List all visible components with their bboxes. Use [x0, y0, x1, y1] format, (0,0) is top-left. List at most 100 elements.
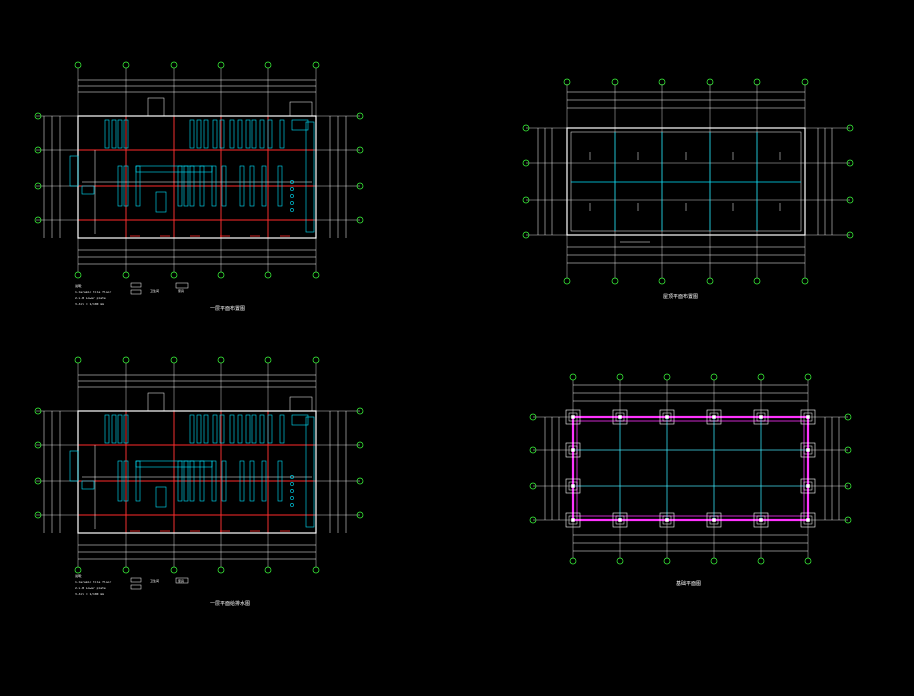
plan-2-legend-1: 家具 — [178, 578, 184, 583]
fixture-icon — [290, 489, 294, 493]
plan-1-note-0: 说明： — [75, 283, 84, 288]
grid-bubble-icon — [170, 61, 178, 69]
column-icon — [662, 412, 672, 422]
column-icon — [665, 415, 669, 419]
fixture-icon — [211, 460, 217, 502]
roof-plan[interactable] — [522, 78, 854, 285]
column-icon — [565, 409, 581, 425]
grid-bubble-icon — [217, 356, 225, 364]
grid-bubble-icon — [122, 271, 130, 279]
plan-1-note-1: 1.Ceramic tile floor — [75, 290, 111, 294]
column-icon — [612, 409, 628, 425]
column-icon — [709, 515, 719, 525]
grid-bubble-icon — [122, 356, 130, 364]
grid-bubble-icon — [264, 356, 272, 364]
column-icon — [612, 512, 628, 528]
fixture-icon — [239, 165, 245, 207]
grid-bubble-icon — [356, 216, 364, 224]
column-icon — [615, 515, 625, 525]
column-icon — [806, 448, 810, 452]
fixture-icon — [290, 503, 294, 507]
ground-beam — [571, 415, 810, 522]
grid-bubble-icon — [312, 566, 320, 574]
plan-1-notes: 说明： 1.Ceramic tile floor 2.L.B Lower pla… — [75, 283, 184, 306]
fixture-icon — [111, 414, 117, 444]
grid-bubble-icon — [34, 441, 42, 449]
grid-bubble-icon — [663, 373, 671, 381]
grid-bubble-icon — [356, 112, 364, 120]
column-icon — [659, 512, 675, 528]
column-icon — [800, 478, 816, 494]
grid-bubble-icon — [34, 477, 42, 485]
fixture-icon — [290, 208, 294, 212]
plan-2-note-2: 2.L.B Lower plate — [75, 586, 106, 590]
grid-bubble-icon — [170, 356, 178, 364]
floor-plan-1[interactable] — [34, 61, 364, 295]
grid-bubble-icon — [122, 566, 130, 574]
entrance-canopy — [147, 97, 165, 117]
grid-bubble-icon — [356, 511, 364, 519]
grid-bubble-icon — [616, 373, 624, 381]
grid-bubble-icon — [753, 277, 761, 285]
grid-bubble-icon — [846, 231, 854, 239]
grid-bubble-icon — [74, 61, 82, 69]
grid-bubble-icon — [356, 477, 364, 485]
grid-bubble-icon — [757, 373, 765, 381]
column-icon — [665, 518, 669, 522]
grid-bubble-icon — [170, 566, 178, 574]
fixture-icon — [212, 414, 218, 444]
grid-bubble-icon — [801, 277, 809, 285]
fixture-icon — [290, 482, 294, 486]
fixture-icon — [305, 121, 315, 233]
column-icon — [618, 518, 622, 522]
fixture-icon — [104, 119, 110, 149]
fixture-icon — [245, 119, 251, 149]
grid-bubble-icon — [611, 277, 619, 285]
fixture-icon — [196, 414, 202, 444]
ground-beam-inner — [576, 420, 805, 517]
grid-bubble-icon — [529, 482, 537, 490]
column-icon — [571, 518, 575, 522]
fixture-icon — [117, 460, 123, 502]
fixture-icon — [123, 165, 129, 207]
entrance-canopy — [289, 101, 313, 117]
grid-bubble-icon — [312, 271, 320, 279]
grid-bubble-icon — [356, 407, 364, 415]
fixture-icon — [237, 119, 243, 149]
plan-2-note-0: 说明： — [75, 573, 84, 578]
grid-bubble-icon — [264, 271, 272, 279]
column-icon — [753, 512, 769, 528]
foundation-plan[interactable] — [529, 373, 852, 565]
legend-swatch — [175, 282, 189, 289]
roof-inner — [570, 131, 802, 232]
plan-2-legend-0: 卫生间 — [150, 578, 159, 583]
column-icon — [712, 415, 716, 419]
grid-bubble-icon — [356, 441, 364, 449]
fixture-icon — [123, 414, 129, 444]
grid-bubble-icon — [801, 78, 809, 86]
column-icon — [571, 448, 575, 452]
fixture-icon — [291, 119, 309, 131]
fixture-icon — [211, 165, 217, 207]
fixture-icon — [81, 185, 95, 195]
fixture-icon — [221, 460, 227, 502]
grid-bubble-icon — [312, 61, 320, 69]
fixture-icon — [259, 414, 265, 444]
grid-bubble-icon — [74, 271, 82, 279]
floor-plan-2[interactable] — [34, 356, 364, 590]
plan-1-note-3: 3.All = 1/100 mm — [75, 302, 104, 306]
grid-bubble-icon — [74, 566, 82, 574]
fixture-icon — [251, 119, 257, 149]
roof-plan-title: 屋顶平面布置图 — [663, 293, 698, 300]
grid-bubble-icon — [658, 277, 666, 285]
grid-bubble-icon — [264, 61, 272, 69]
column-icon — [756, 412, 766, 422]
column-icon — [806, 415, 810, 419]
fixture-icon — [189, 119, 195, 149]
grid-bubble-icon — [658, 78, 666, 86]
grid-bubble-icon — [522, 231, 530, 239]
grid-bubble-icon — [616, 557, 624, 565]
roof-outline — [566, 127, 806, 236]
legend-swatch — [130, 282, 142, 288]
